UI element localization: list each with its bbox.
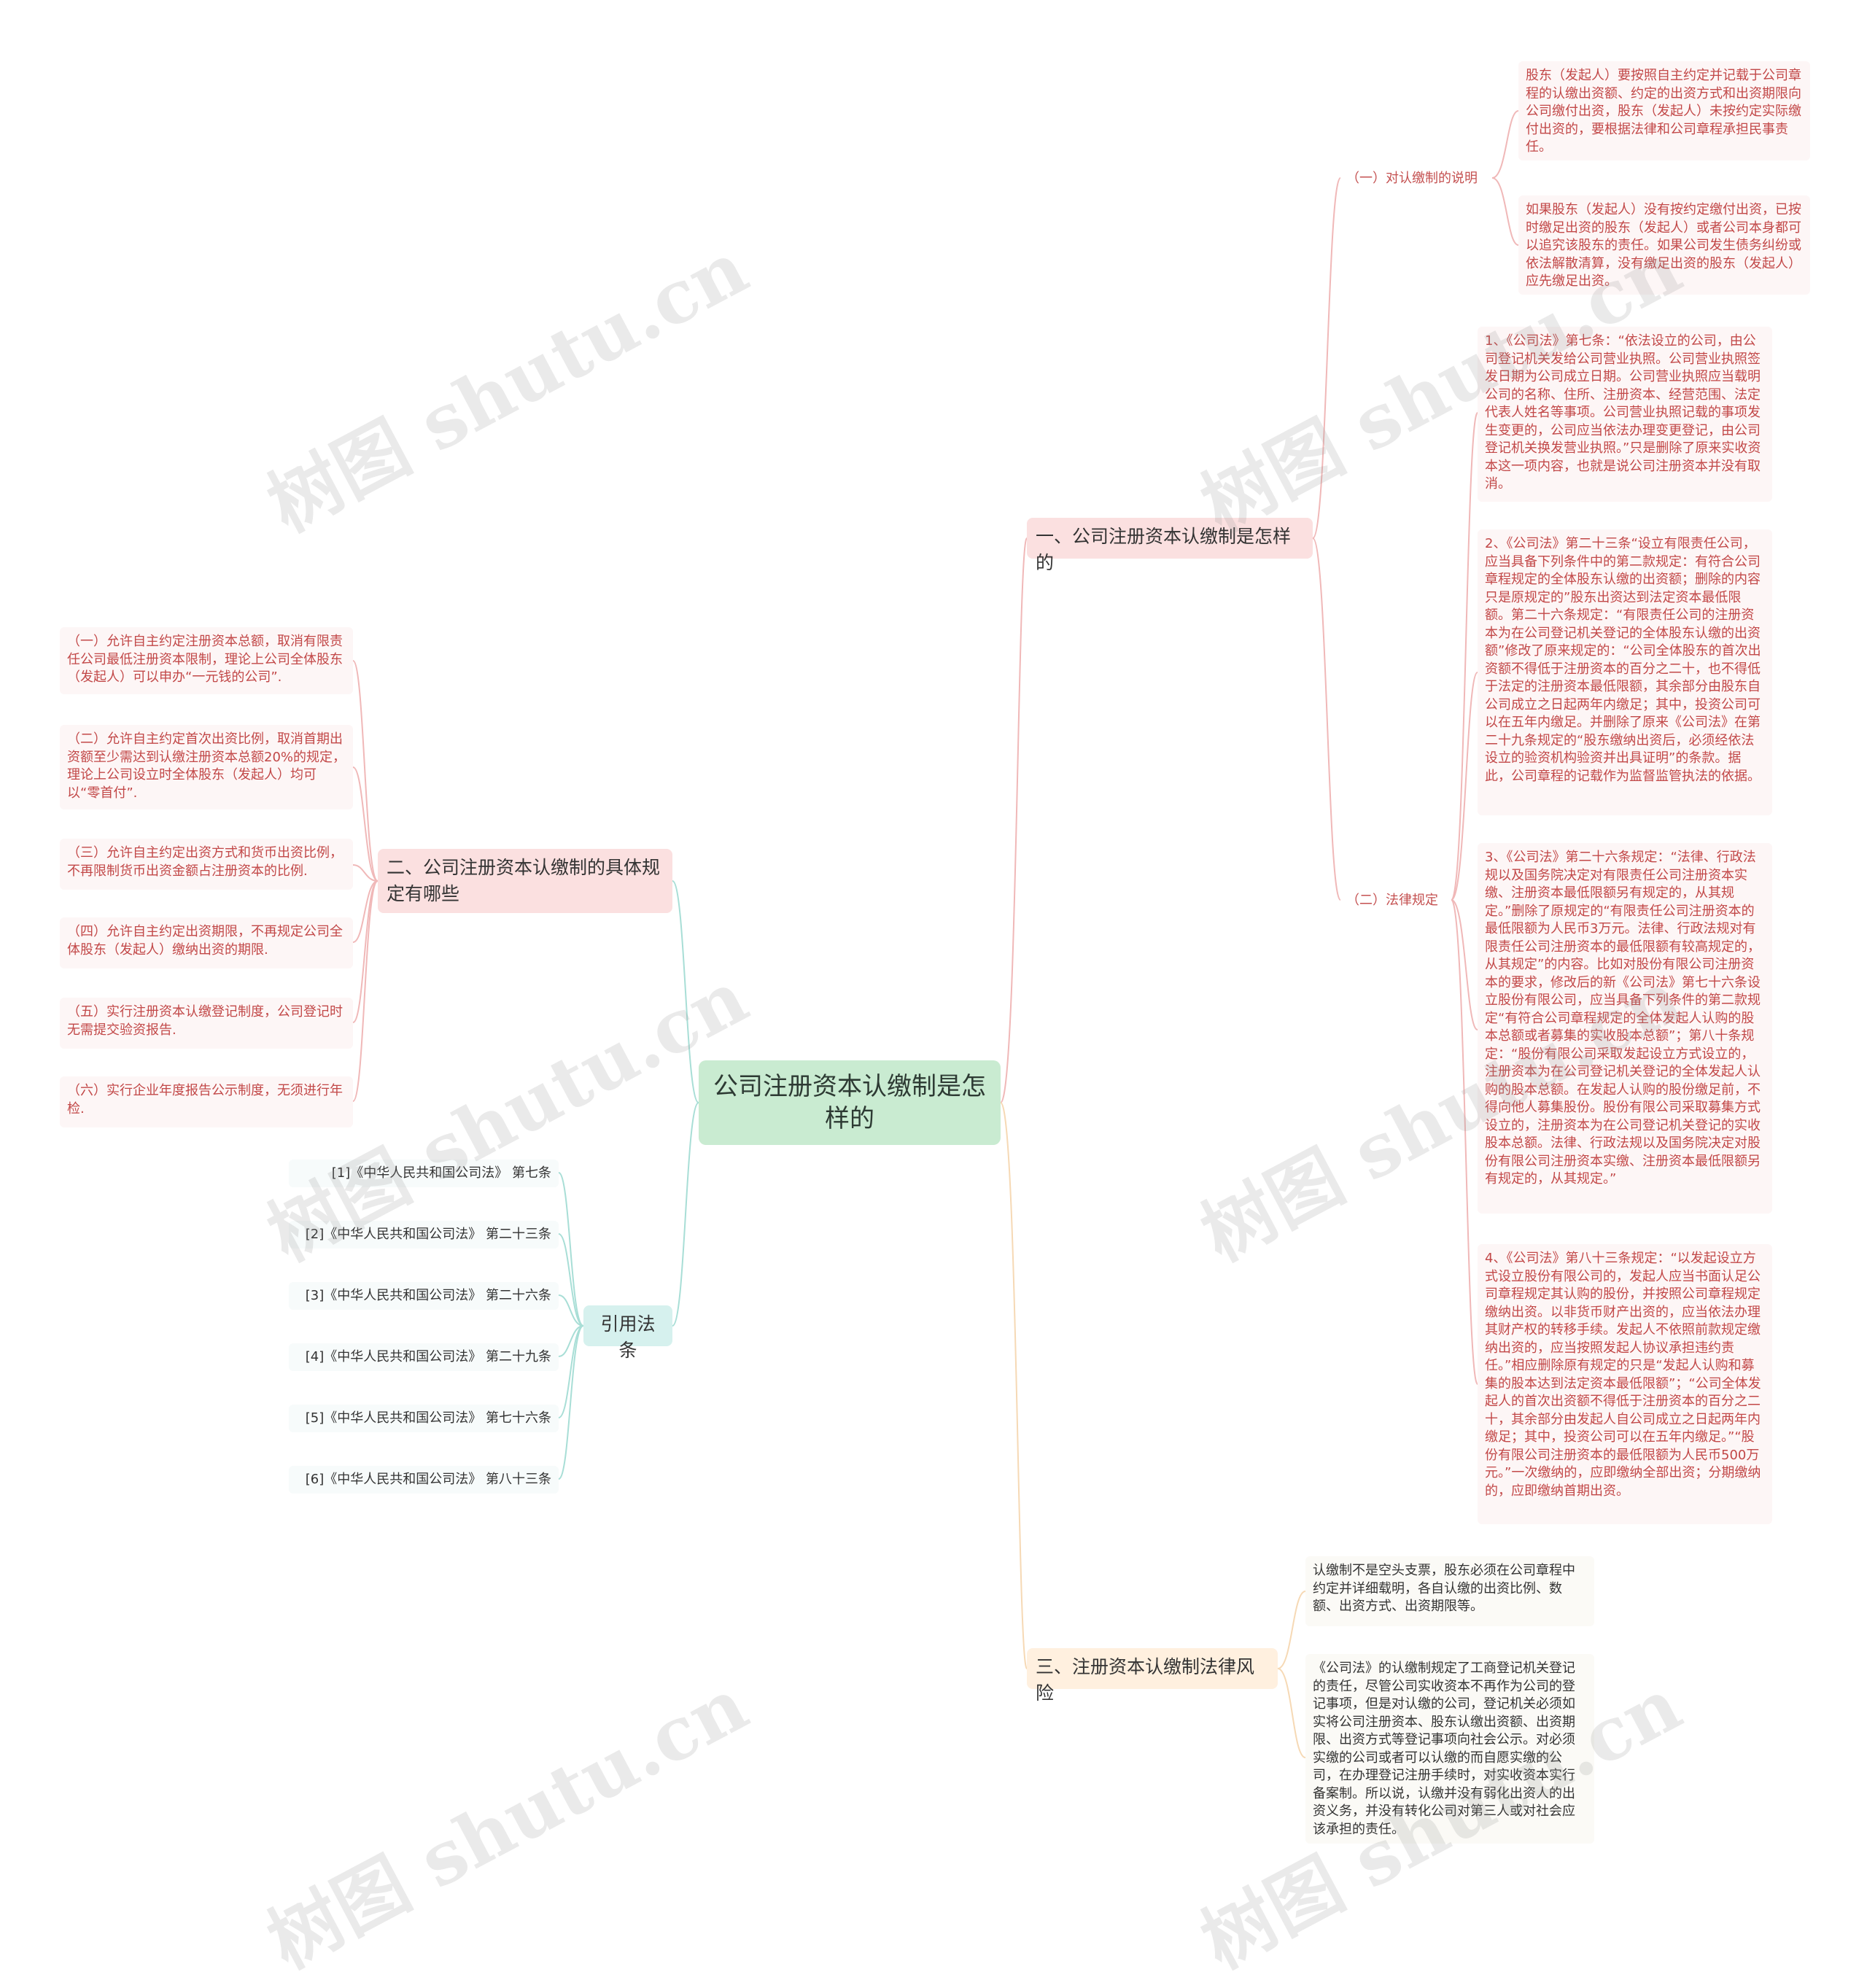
link-b2-l3 — [352, 864, 379, 882]
branch-4-topic[interactable]: 三、注册资本认缴制法律风险 — [1027, 1648, 1278, 1704]
link-sub2-l3 — [1451, 899, 1478, 1030]
link-sub1-l2 — [1491, 177, 1519, 246]
branch-1-sub-2-item-3[interactable]: 3、《公司法》第二十六条规定：“法律、行政法规以及国务院决定对有限责任公司注册资… — [1478, 843, 1772, 1214]
link-b2-l4 — [352, 880, 379, 943]
link-b3-r6 — [558, 1325, 584, 1480]
branch-1-sub-1-item-1[interactable]: 股东（发起人）要按照自主约定并记载于公司章程的认缴出资额、约定的出资方式和出资期… — [1518, 61, 1810, 160]
branch-1-sub-2-item-1[interactable]: 1、《公司法》第七条：“依法设立的公司，由公司登记机关发给公司营业执照。公司营业… — [1478, 327, 1772, 502]
reference-item-2[interactable]: [2]《中华人民共和国公司法》 第二十三条 — [289, 1221, 559, 1249]
branch-2-item-5[interactable]: （五）实行注册资本认缴登记制度，公司登记时无需提交验资报告. — [60, 998, 353, 1049]
link-sub2-l4 — [1451, 899, 1478, 1385]
link-b4-l1 — [1277, 1591, 1306, 1669]
branch-4-item-2[interactable]: 《公司法》的认缴制规定了工商登记机关登记的责任，尽管公司实收资本不再作为公司的登… — [1305, 1654, 1594, 1844]
link-b2-l2 — [352, 766, 379, 882]
branch-1-sub-2-item-4[interactable]: 4、《公司法》第八十三条规定：“以发起设立方式设立股份有限公司的，发起人应当书面… — [1478, 1244, 1772, 1524]
branch-2-topic[interactable]: 二、公司注册资本认缴制的具体规定有哪些 — [378, 849, 672, 913]
reference-item-1[interactable]: [1]《中华人民共和国公司法》 第七条 — [289, 1160, 559, 1187]
reference-item-4[interactable]: [4]《中华人民共和国公司法》 第二十九条 — [289, 1343, 559, 1371]
link-b3-r3 — [558, 1294, 584, 1327]
connector-lines — [352, 110, 1519, 1758]
link-b3-r4 — [558, 1325, 584, 1357]
link-b1-sub1 — [1312, 177, 1341, 539]
link-b2-l6 — [352, 880, 379, 1102]
branch-2-item-6[interactable]: （六）实行企业年度报告公示制度，无须进行年检. — [60, 1076, 353, 1127]
branch-2-item-1[interactable]: （一）允许自主约定注册资本总额，取消有限责任公司最低注册资本限制，理论上公司全体… — [60, 627, 353, 694]
link-sub2-l1 — [1451, 412, 1478, 901]
root-topic[interactable]: 公司注册资本认缴制是怎样的 — [699, 1060, 1001, 1145]
branch-2-item-4[interactable]: （四）允许自主约定出资期限，不再规定公司全体股东（发起人）缴纳出资的期限. — [60, 917, 353, 968]
branch-3-topic[interactable]: 引用法条 — [583, 1305, 672, 1361]
link-root-b2 — [672, 880, 699, 1103]
branch-1-topic[interactable]: 一、公司注册资本认缴制是怎样的 — [1027, 518, 1313, 573]
link-b3-r5 — [558, 1325, 584, 1418]
link-b2-l5 — [352, 880, 379, 1023]
branch-4-item-1[interactable]: 认缴制不是空头支票，股东必须在公司章程中约定并详细载明，各自认缴的出资比例、数额… — [1305, 1556, 1594, 1626]
mind-map-canvas: 公司注册资本认缴制是怎样的 一、公司注册资本认缴制是怎样的 （一）对认缴制的说明… — [60, 61, 1810, 1986]
link-sub1-l1 — [1491, 110, 1519, 179]
link-root-b4 — [1000, 1102, 1028, 1669]
link-b3-r1 — [558, 1172, 584, 1327]
link-root-b3 — [672, 1102, 699, 1327]
link-b2-l1 — [352, 660, 379, 882]
branch-2-item-2[interactable]: （二）允许自主约定首次出资比例，取消首期出资额至少需达到认缴注册资本总额20%的… — [60, 725, 353, 809]
reference-item-5[interactable]: [5]《中华人民共和国公司法》 第七十六条 — [289, 1405, 559, 1432]
branch-1-sub-2-item-2[interactable]: 2、《公司法》第二十三条“设立有限责任公司，应当具备下列条件中的第二款规定：有符… — [1478, 529, 1772, 815]
branch-1-sub-1-item-2[interactable]: 如果股东（发起人）没有按约定缴付出资，已按时缴足出资的股东（发起人）或者公司本身… — [1518, 195, 1810, 295]
branch-2-item-3[interactable]: （三）允许自主约定出资方式和货币出资比例，不再限制货币出资金额占注册资本的比例. — [60, 839, 353, 890]
link-b1-sub2 — [1312, 537, 1341, 901]
link-sub2-l2 — [1451, 672, 1478, 901]
branch-1-sub-1[interactable]: （一）对认缴制的说明 — [1346, 171, 1478, 186]
reference-item-6[interactable]: [6]《中华人民共和国公司法》 第八十三条 — [289, 1466, 559, 1494]
link-root-b1 — [1000, 537, 1028, 1103]
reference-item-3[interactable]: [3]《中华人民共和国公司法》 第二十六条 — [289, 1282, 559, 1310]
link-b4-l2 — [1277, 1668, 1306, 1758]
link-b3-r2 — [558, 1233, 584, 1327]
branch-1-sub-2[interactable]: （二）法律规定 — [1346, 893, 1438, 908]
